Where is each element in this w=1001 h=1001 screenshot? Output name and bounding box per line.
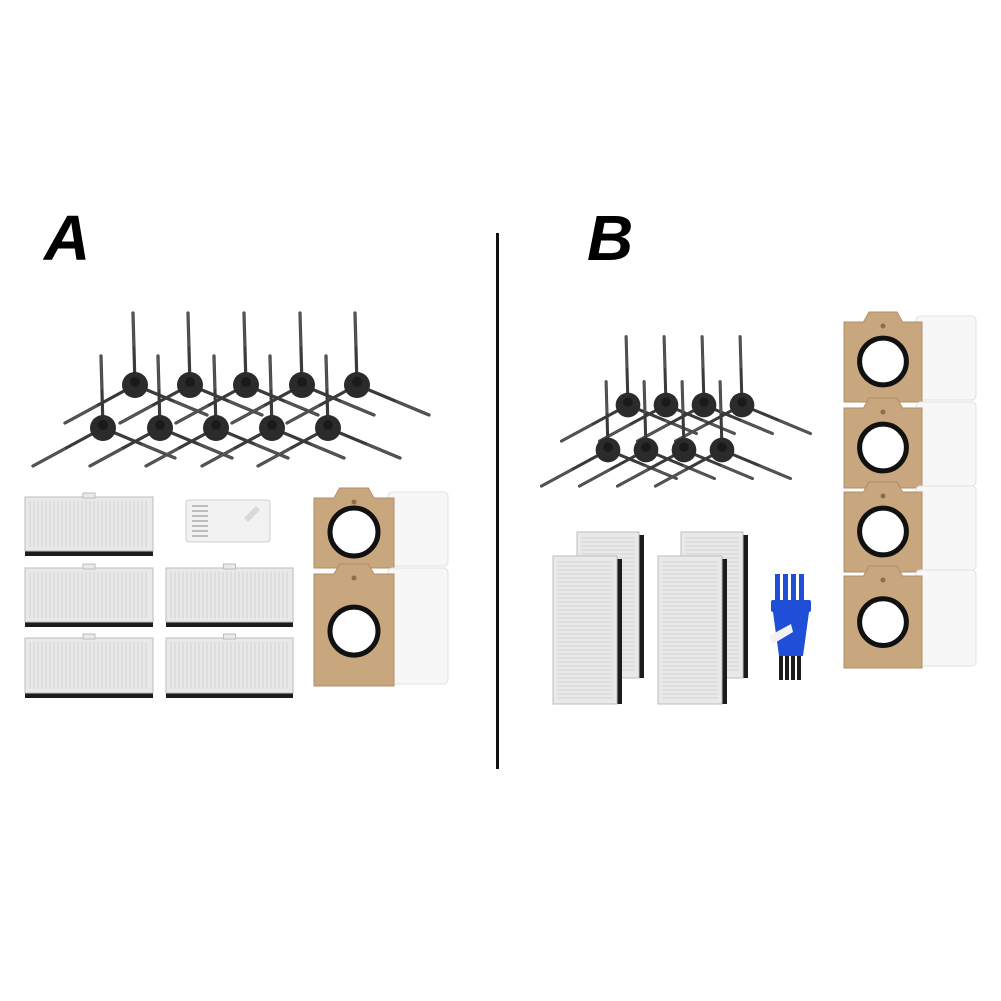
dust-bag-icon <box>313 563 449 687</box>
side-brush-icon <box>635 335 774 443</box>
hepa-filter-icon <box>24 563 154 627</box>
panel-b-letter: B <box>587 202 634 274</box>
hepa-filter-icon <box>165 563 294 627</box>
hepa-filter-icon <box>657 555 727 705</box>
dust-bag-icon <box>843 397 977 489</box>
side-brush-icon <box>615 380 754 488</box>
side-brush-icon <box>63 311 209 425</box>
side-brush-group <box>539 335 812 488</box>
dust-bag-icon <box>843 481 977 573</box>
side-brush-icon <box>230 311 376 425</box>
side-brush-icon <box>88 354 234 468</box>
hepa-filter-icon <box>552 555 622 705</box>
side-brush-icon <box>200 354 346 468</box>
dust-bag-group <box>313 487 449 687</box>
panel-a: A <box>0 0 497 1001</box>
hepa-filter-group <box>24 492 294 698</box>
cleaning-tool-group <box>185 499 271 543</box>
hepa-filter-icon <box>24 492 154 556</box>
hepa-filter-group <box>552 531 748 705</box>
side-brush-icon <box>118 311 264 425</box>
side-brush-icon <box>285 311 431 425</box>
dust-bag-group <box>843 311 977 669</box>
side-brush-icon <box>144 354 290 468</box>
dust-bag-icon <box>843 565 977 669</box>
side-brush-icon <box>653 380 792 488</box>
panel-divider <box>496 233 499 769</box>
side-brush-group <box>31 311 431 468</box>
side-brush-icon <box>539 380 678 488</box>
hepa-filter-icon <box>165 633 294 698</box>
cleaning-tool-icon <box>185 499 271 543</box>
side-brush-icon <box>174 311 320 425</box>
cleaning-tool-icon <box>769 574 811 680</box>
side-brush-icon <box>597 335 736 443</box>
side-brush-icon <box>559 335 698 443</box>
side-brush-icon <box>31 354 177 468</box>
panel-b: B <box>501 0 1001 1001</box>
dust-bag-icon <box>313 487 449 569</box>
panel-a-letter: A <box>44 202 91 274</box>
panel-b-products <box>539 311 977 705</box>
side-brush-icon <box>256 354 402 468</box>
cleaning-tool-group <box>769 574 811 680</box>
hepa-filter-icon <box>24 633 154 698</box>
dust-bag-icon <box>843 311 977 403</box>
panel-a-products <box>24 311 449 698</box>
side-brush-icon <box>673 335 812 443</box>
